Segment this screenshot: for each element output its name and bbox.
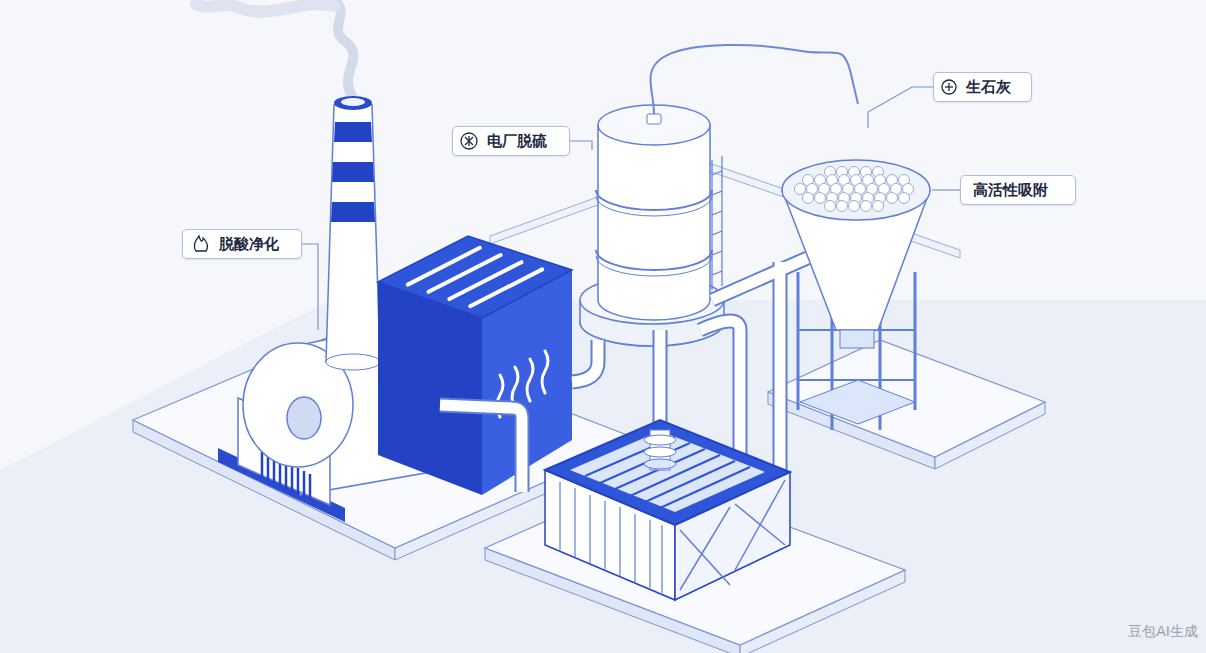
callout-label: 脱酸净化 [182, 229, 302, 259]
callout-text: 高活性吸附 [973, 183, 1048, 198]
callout-label: 生石灰 [933, 72, 1032, 102]
callout-label: 电厂脱硫 [452, 126, 570, 156]
callout-label: 高活性吸附 [960, 175, 1076, 205]
watermark: 豆包AI生成 [1128, 623, 1198, 641]
callout-text: 生石灰 [966, 80, 1011, 95]
callout-text: 脱酸净化 [219, 237, 279, 252]
callout-text: 电厂脱硫 [487, 134, 547, 149]
